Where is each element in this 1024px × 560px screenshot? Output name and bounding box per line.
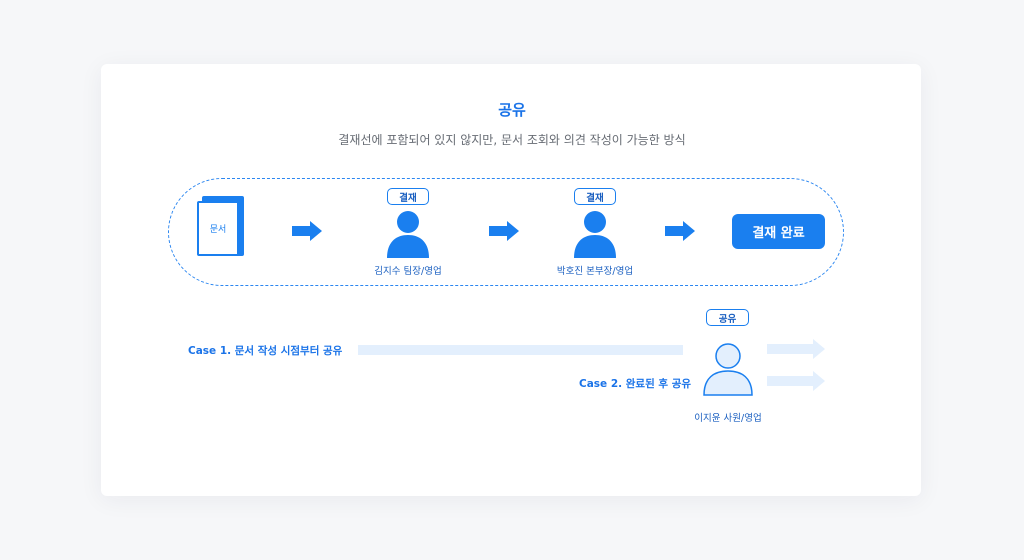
person-icon [574, 211, 616, 258]
approval-line-box [168, 178, 844, 286]
case-1-label: Case 1. 문서 작성 시점부터 공유 [188, 345, 343, 357]
arrow-right-icon [767, 339, 825, 359]
approver-name: 김지수 팀장/영업 [374, 266, 442, 277]
diagram-subtitle: 결재선에 포함되어 있지 않지만, 문서 조회와 의견 작성이 가능한 방식 [338, 133, 686, 147]
share-tag: 공유 [706, 309, 749, 326]
sharer-name: 이지윤 사원/영업 [694, 413, 762, 424]
document-label: 문서 [197, 201, 239, 256]
arrow-right-icon [767, 371, 825, 391]
person-icon [387, 211, 429, 258]
case-2-label: Case 2. 완료된 후 공유 [579, 378, 692, 390]
case-1-share-bar [358, 345, 683, 355]
arrow-right-icon [292, 221, 322, 241]
diagram-card [101, 64, 921, 496]
approval-tag: 결재 [574, 188, 616, 205]
arrow-right-icon [489, 221, 519, 241]
arrow-right-icon [665, 221, 695, 241]
approval-complete-button: 결재 완료 [732, 214, 825, 249]
approver-name: 박호진 본부장/영업 [556, 266, 634, 277]
person-outline-icon [703, 343, 753, 396]
diagram-title: 공유 [498, 101, 526, 119]
approval-tag: 결재 [387, 188, 429, 205]
